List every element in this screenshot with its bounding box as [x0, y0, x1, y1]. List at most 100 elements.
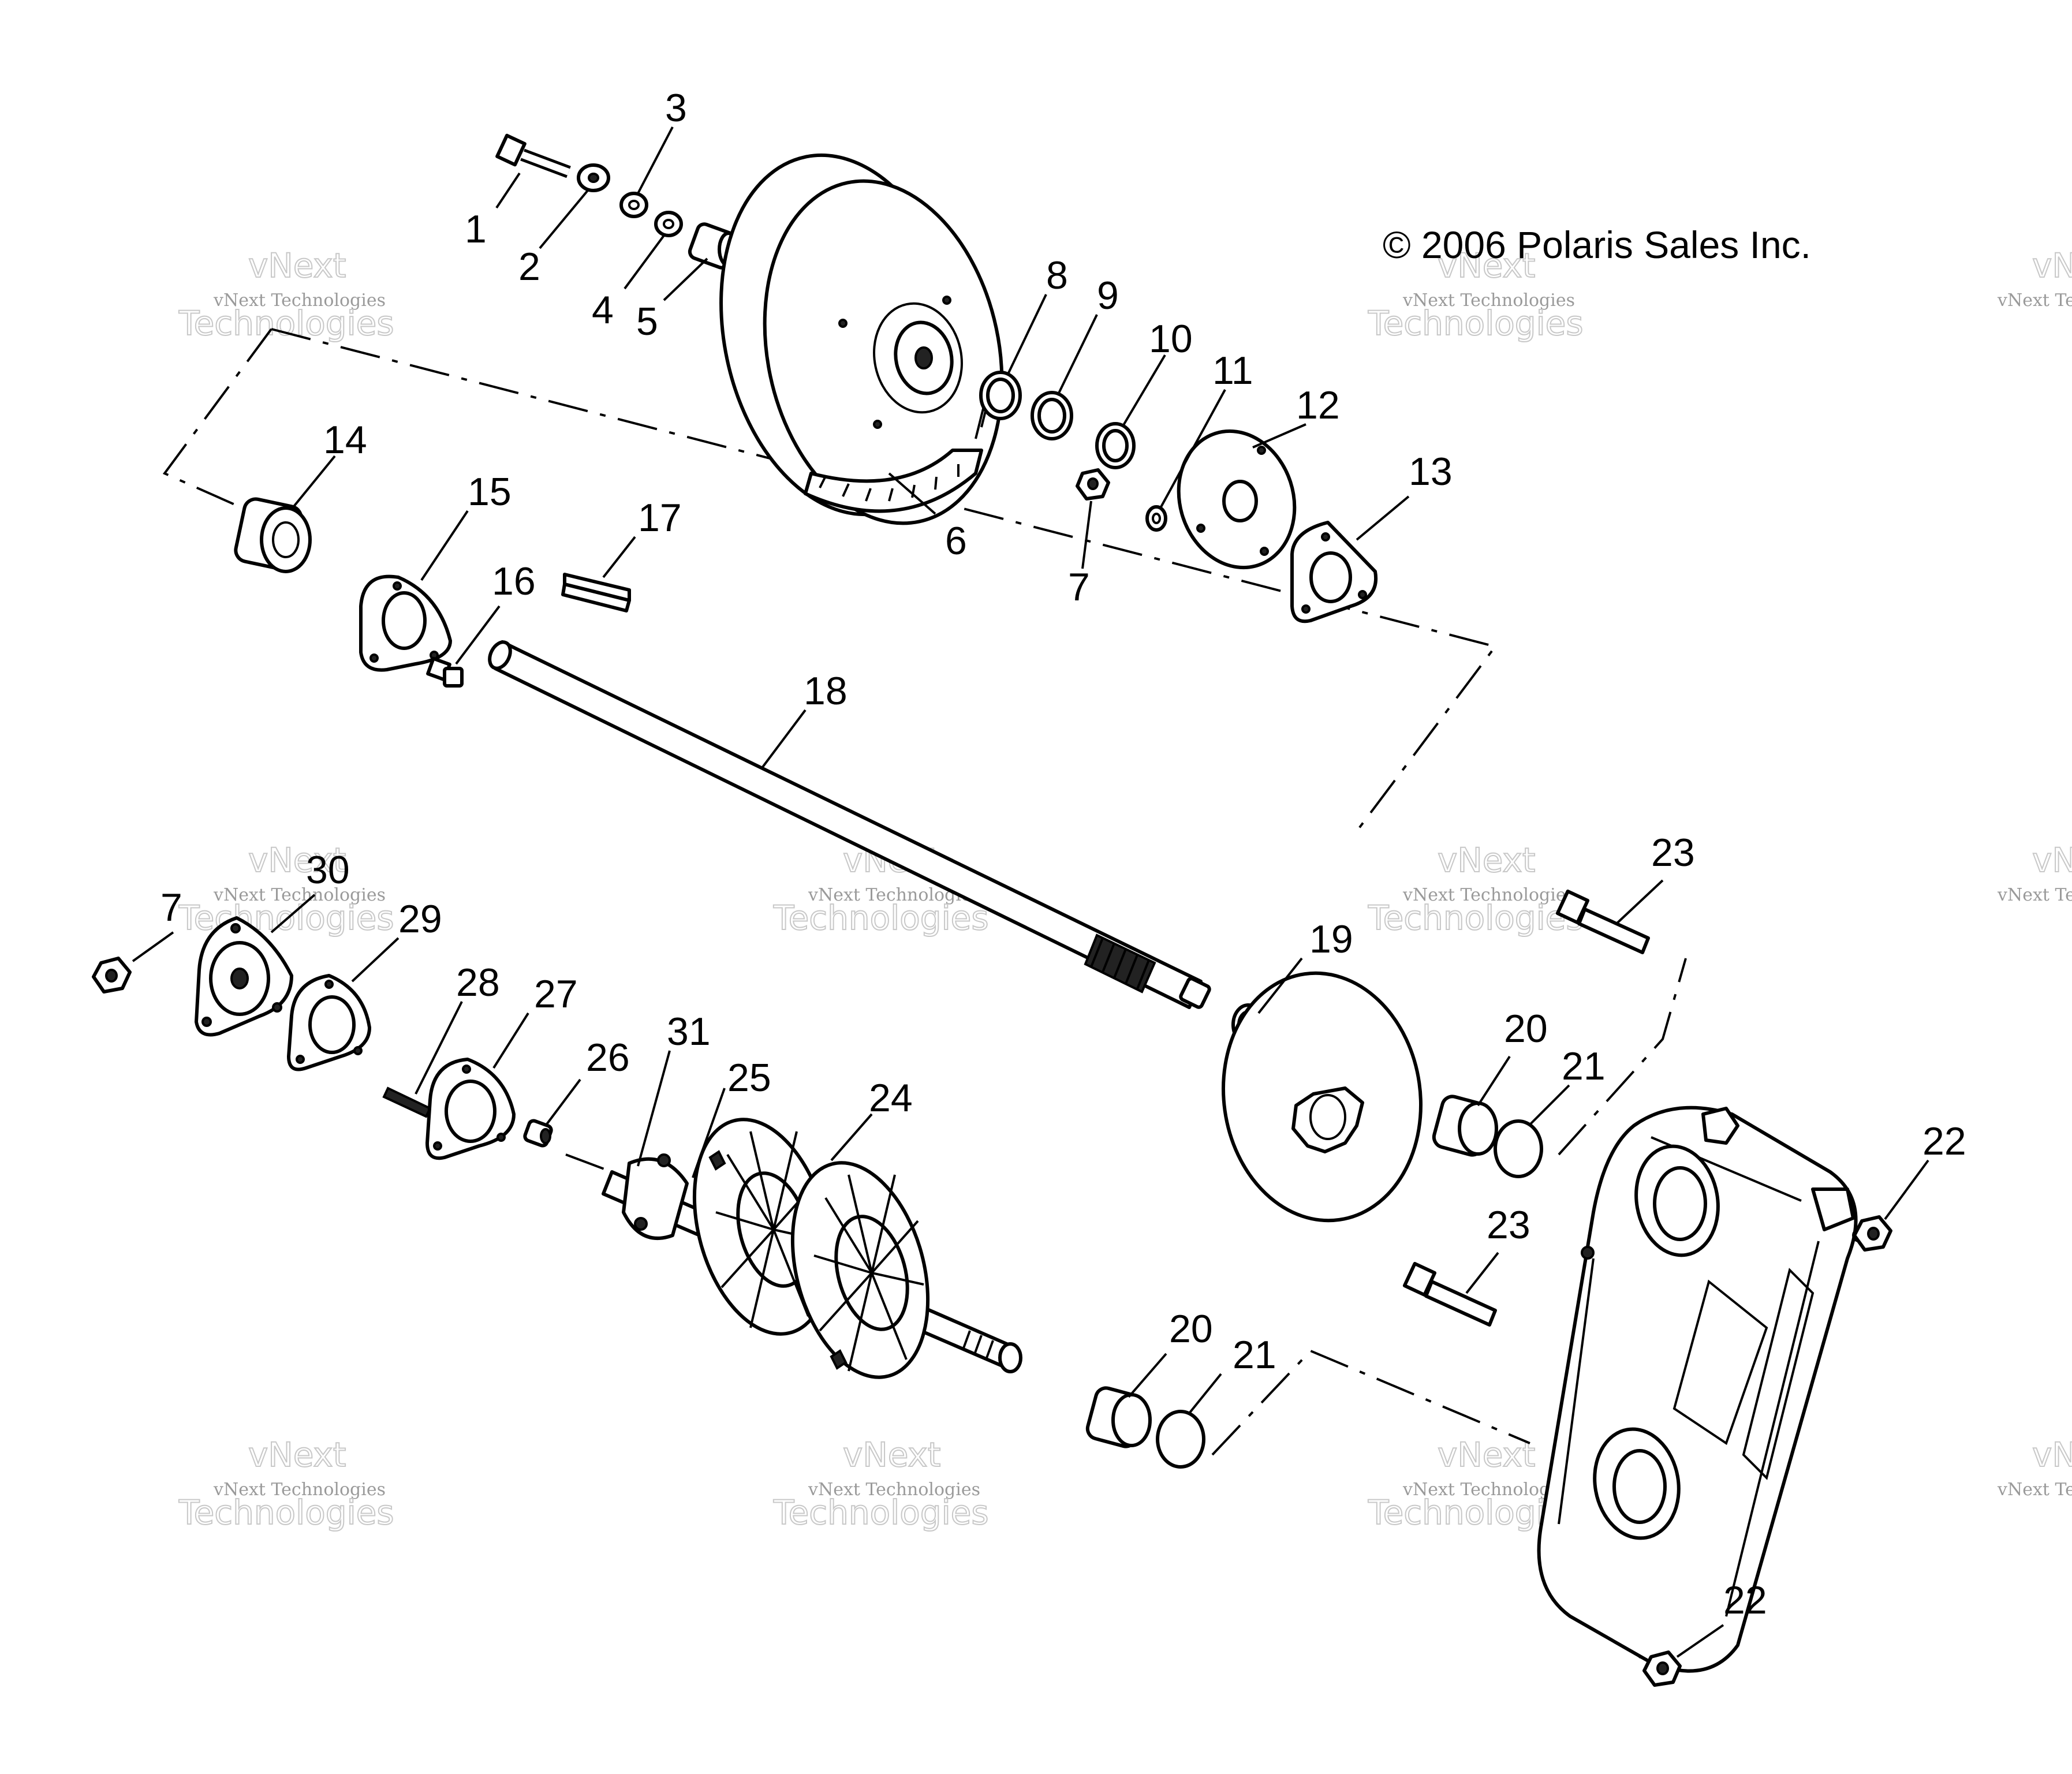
part-bolt-16 [426, 656, 464, 688]
watermark: vNext vNext Technologies Technologies [178, 840, 395, 938]
callout-22-upper: 22 [1922, 1119, 1966, 1163]
callout-21-lower: 21 [1233, 1333, 1276, 1377]
part-plate-29 [287, 974, 371, 1071]
callout-10: 10 [1149, 317, 1193, 361]
part-key-17 [561, 573, 631, 613]
callout-21-upper: 21 [1562, 1044, 1606, 1088]
part-drive-shaft-24 [602, 1118, 1022, 1379]
part-nut-22-lower [1642, 1650, 1682, 1687]
svg-text:vNext: vNext [248, 1435, 346, 1474]
part-flange-15 [359, 574, 452, 672]
shaft-to-sprocket [565, 1153, 613, 1173]
part-bolt-23-lower [1402, 1261, 1497, 1327]
watermark: vNext vNext Technologies Technologies [178, 1435, 395, 1533]
svg-text:vNext: vNext [843, 1435, 940, 1474]
svg-text:vNext: vNext [2032, 841, 2072, 880]
part-cap-21-lower [1156, 1410, 1205, 1469]
callout-29: 29 [398, 897, 442, 941]
part-washer-11 [1145, 505, 1167, 532]
callout-2: 2 [518, 245, 540, 289]
callout-20-lower: 20 [1169, 1307, 1213, 1351]
callout-5: 5 [636, 300, 658, 343]
callout-7-upper: 7 [1068, 565, 1090, 609]
part-flange-13 [1290, 521, 1378, 623]
drive-axis-right [1558, 958, 1687, 1156]
part-bearing-20-lower [1085, 1386, 1152, 1448]
callout-12: 12 [1296, 383, 1340, 427]
watermark: vNext vNext Technologies [1997, 1435, 2072, 1500]
part-flange-27 [425, 1058, 516, 1160]
part-bearing-14 [234, 497, 312, 573]
part-washer-4 [654, 211, 683, 237]
callout-23-upper: 23 [1651, 831, 1695, 875]
callout-20-upper: 20 [1504, 1007, 1548, 1051]
svg-text:Technologies: Technologies [178, 1493, 394, 1532]
callout-23-lower: 23 [1487, 1203, 1530, 1247]
svg-text:vNext Technologies: vNext Technologies [213, 885, 386, 905]
svg-text:vNext: vNext [1438, 1435, 1535, 1474]
part-nut-22-upper [1853, 1215, 1892, 1252]
part-nut-7-lower [92, 957, 132, 994]
upper-left-bracket [162, 328, 272, 509]
svg-text:Technologies: Technologies [773, 898, 989, 938]
svg-text:vNext: vNext [1438, 841, 1535, 880]
svg-text:vNext: vNext [248, 246, 346, 285]
part-washer-3 [619, 192, 648, 218]
callout-18: 18 [804, 669, 848, 713]
watermark: vNext vNext Technologies [1997, 245, 2072, 311]
callout-1: 1 [465, 207, 487, 251]
callout-22-lower: 22 [1723, 1578, 1767, 1622]
svg-text:vNext: vNext [248, 841, 346, 880]
callout-11: 11 [1212, 349, 1253, 393]
svg-text:vNext Technologies: vNext Technologies [808, 1480, 980, 1500]
part-nut-7-upper [1076, 468, 1110, 501]
callout-24: 24 [869, 1076, 913, 1120]
callout-9: 9 [1097, 274, 1119, 318]
svg-text:Technologies: Technologies [773, 1493, 989, 1532]
watermark: vNext vNext Technologies [1997, 840, 2072, 905]
watermark: vNext vNext Technologies Technologies [1367, 245, 1584, 343]
svg-text:vNext: vNext [1438, 246, 1535, 285]
callout-26: 26 [586, 1036, 630, 1080]
part-bearing-20-upper [1432, 1095, 1498, 1157]
part-cap-21-upper [1494, 1119, 1543, 1178]
svg-text:vNext: vNext [2032, 246, 2072, 285]
part-seal-9 [1031, 391, 1073, 440]
callout-3: 3 [665, 86, 687, 130]
svg-text:vNext Technologies: vNext Technologies [1997, 885, 2072, 905]
part-chaincase [1537, 1106, 1866, 1673]
callout-16: 16 [492, 559, 536, 603]
svg-text:vNext Technologies: vNext Technologies [213, 290, 386, 311]
svg-text:vNext Technologies: vNext Technologies [1402, 290, 1575, 311]
callout-7-lower: 7 [160, 886, 182, 929]
callout-25: 25 [727, 1056, 771, 1100]
part-washer-2 [577, 163, 610, 192]
part-bearing-flange-30 [195, 916, 293, 1037]
callout-15: 15 [468, 470, 512, 514]
callout-8: 8 [1046, 253, 1068, 297]
part-bolt-1 [495, 133, 571, 178]
callout-labels: 1 2 3 4 5 6 7 8 9 10 11 12 13 14 15 16 1… [160, 86, 1966, 1622]
callout-28: 28 [456, 961, 500, 1004]
svg-text:vNext: vNext [2032, 1435, 2072, 1474]
leader-lines [132, 126, 1929, 1658]
svg-text:vNext Technologies: vNext Technologies [1997, 1480, 2072, 1500]
callout-19: 19 [1309, 917, 1353, 961]
callout-4: 4 [592, 288, 614, 332]
svg-text:vNext Technologies: vNext Technologies [213, 1480, 386, 1500]
watermark: vNext vNext Technologies Technologies [772, 1435, 990, 1533]
watermark: vNext vNext Technologies Technologies [178, 245, 395, 343]
part-shaft-18 [488, 640, 1211, 1009]
part-seal-8 [979, 371, 1022, 420]
callout-27: 27 [534, 972, 578, 1016]
part-bolt-23-upper [1555, 889, 1650, 954]
callout-17: 17 [638, 496, 682, 540]
drive-axis-lower [1211, 1349, 1530, 1456]
part-pin-28 [382, 1086, 432, 1118]
callout-30: 30 [306, 848, 350, 892]
part-ring-10 [1095, 422, 1136, 469]
copyright-notice: © 2006 Polaris Sales Inc. [1383, 223, 1811, 266]
svg-text:Technologies: Technologies [1368, 304, 1584, 343]
svg-text:Technologies: Technologies [178, 304, 394, 343]
